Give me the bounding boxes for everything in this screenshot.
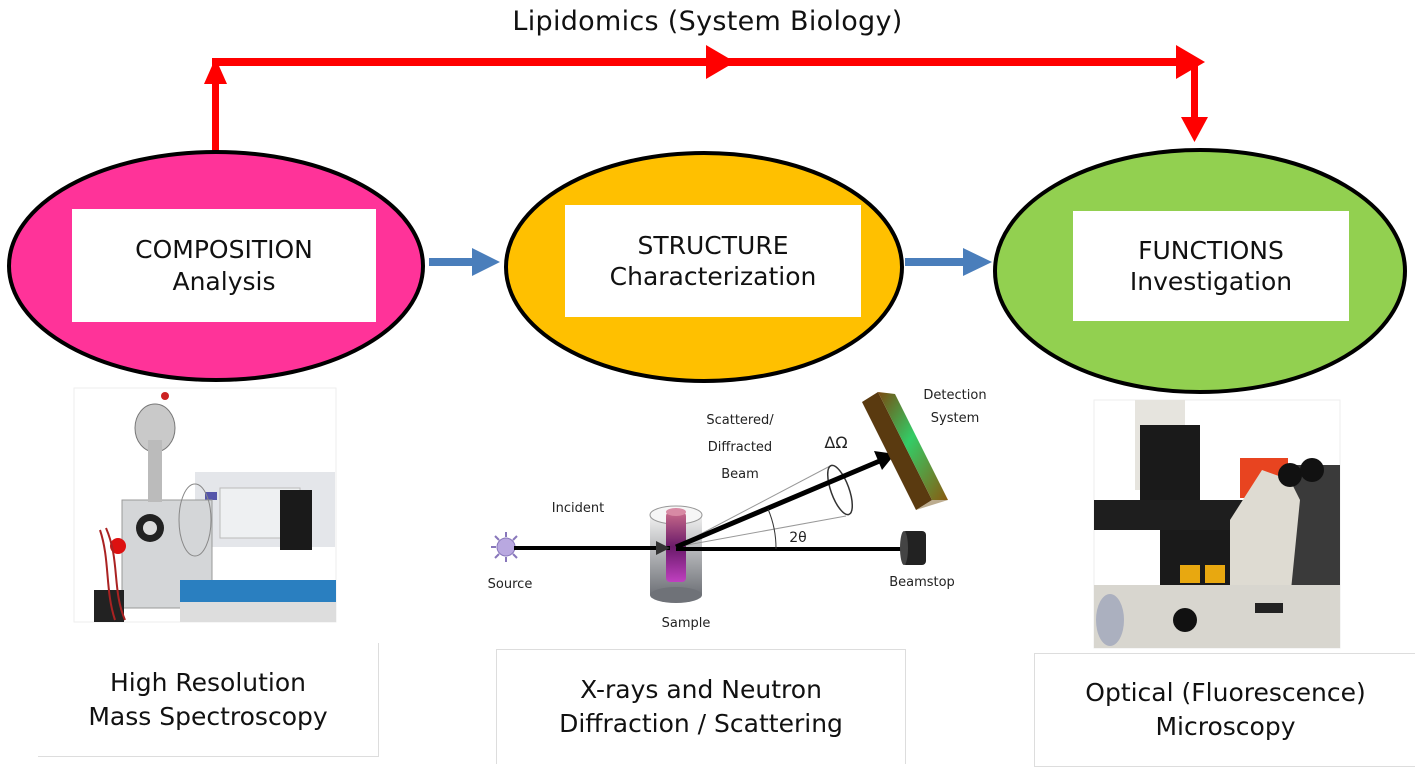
microscopy-caption-line2: Microscopy xyxy=(1155,712,1296,741)
mass-spec-caption: High Resolution Mass Spectroscopy xyxy=(38,643,379,757)
scattering-schematic: Source Incident Sample Scattered/ Diffra… xyxy=(488,388,987,631)
two-theta-label: 2θ xyxy=(789,530,806,546)
microscopy-caption-line1: Optical (Fluorescence) xyxy=(1085,678,1366,708)
source-label: Source xyxy=(488,577,533,592)
scattered-label-3: Beam xyxy=(721,467,759,482)
lipidomics-red-arrow xyxy=(204,45,1208,160)
delta-omega-label: ΔΩ xyxy=(824,433,847,452)
scattering-caption: X-rays and Neutron Diffraction / Scatter… xyxy=(496,649,906,764)
scattered-label-1: Scattered/ xyxy=(706,413,774,428)
detection-label-1: Detection xyxy=(923,388,986,403)
mass-spectrometer-photo xyxy=(73,387,337,623)
structure-subtitle: Characterization xyxy=(609,262,817,291)
composition-subtitle: Analysis xyxy=(172,266,276,296)
functions-title: FUNCTIONS xyxy=(1138,235,1284,265)
detector-icon xyxy=(862,392,948,510)
functions-subtitle: Investigation xyxy=(1129,267,1293,296)
mass-spec-caption-line2: Mass Spectroscopy xyxy=(88,701,328,731)
diagram-title: Lipidomics (System Biology) xyxy=(512,6,903,37)
blue-arrow-composition-to-structure xyxy=(429,248,500,276)
mass-spec-caption-line1: High Resolution xyxy=(109,667,307,697)
beamstop-label: Beamstop xyxy=(889,575,955,590)
incident-label: Incident xyxy=(552,501,604,516)
composition-label-box: COMPOSITION Analysis xyxy=(72,209,376,322)
scattered-label-2: Diffracted xyxy=(708,440,772,455)
source-icon xyxy=(491,532,521,562)
blue-arrow-structure-to-functions xyxy=(905,248,992,276)
structure-title: STRUCTURE xyxy=(637,230,789,260)
detection-label-2: System xyxy=(931,411,979,426)
sample-label: Sample xyxy=(662,616,711,631)
scattering-caption-line1: X-rays and Neutron xyxy=(580,675,822,705)
fluorescence-microscope-photo xyxy=(1093,399,1341,649)
structure-label-box: STRUCTURE Characterization xyxy=(565,205,861,317)
beamstop-icon xyxy=(900,531,926,565)
scattering-caption-line2: Diffraction / Scattering xyxy=(559,709,843,738)
composition-title: COMPOSITION xyxy=(135,235,313,265)
sample-cylinder-icon xyxy=(649,505,703,603)
microscopy-caption: Optical (Fluorescence) Microscopy xyxy=(1034,653,1415,767)
functions-label-box: FUNCTIONS Investigation xyxy=(1073,211,1349,321)
